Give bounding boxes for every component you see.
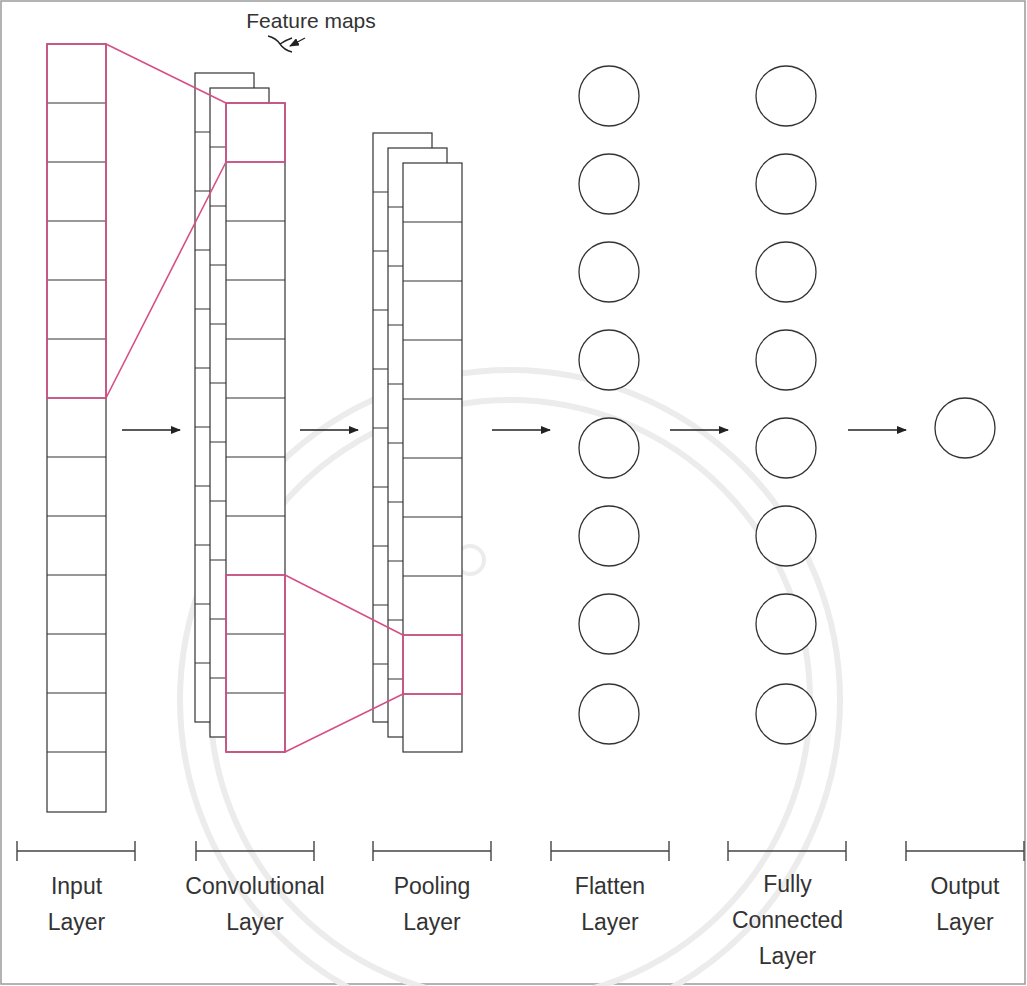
feature-map bbox=[226, 103, 285, 752]
flow-arrow bbox=[122, 429, 906, 430]
leader-arrow bbox=[290, 38, 305, 46]
layer-label: Input Layer bbox=[29, 868, 124, 940]
layer-bracket bbox=[17, 841, 1024, 861]
feature-map-cells bbox=[226, 162, 285, 693]
callout-label: Feature maps bbox=[231, 6, 391, 36]
layer-label: Pooling Layer bbox=[382, 868, 482, 940]
layer-label: Output Layer bbox=[915, 868, 1015, 940]
layer-label: Flatten Layer bbox=[560, 868, 660, 940]
pooled-map-cells bbox=[403, 222, 462, 694]
neurons bbox=[579, 66, 995, 744]
brace bbox=[268, 36, 292, 52]
input-cells bbox=[47, 103, 106, 752]
receptive-field bbox=[47, 44, 462, 752]
layer-label: Convolutional Layer bbox=[170, 868, 340, 940]
pooled-map bbox=[403, 163, 462, 752]
input-column bbox=[47, 44, 106, 812]
layer-label: Fully Connected Layer bbox=[725, 866, 850, 974]
